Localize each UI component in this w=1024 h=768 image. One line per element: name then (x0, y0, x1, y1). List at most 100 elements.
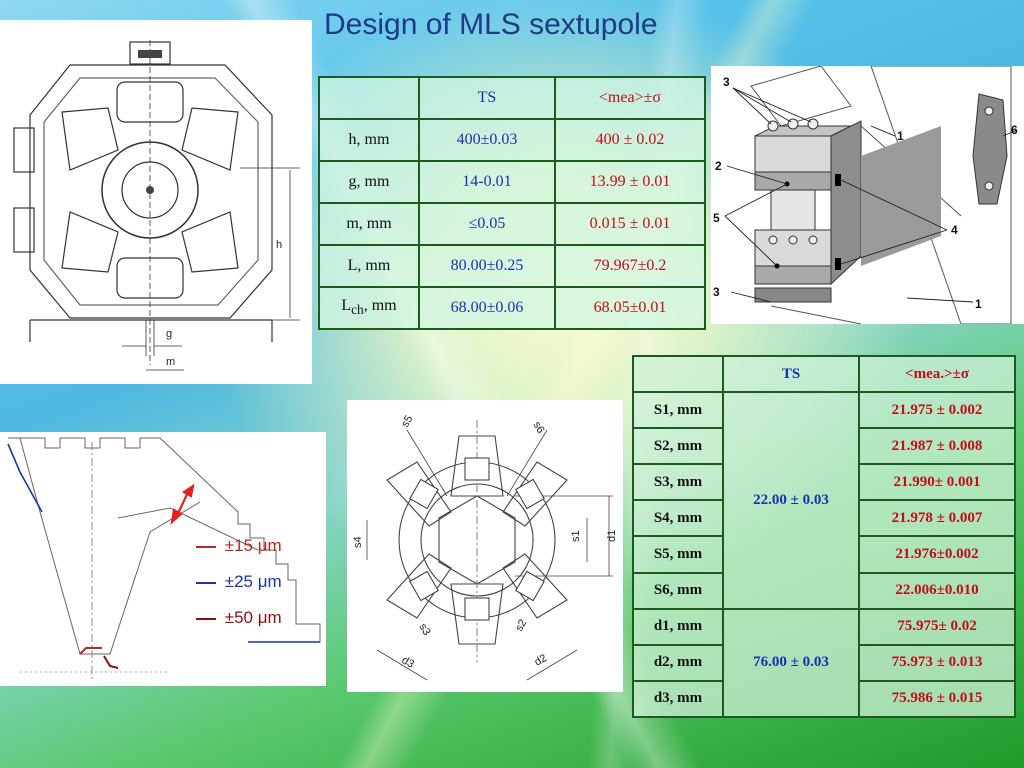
lch-unit: , mm (363, 297, 397, 315)
label-2: 2 (715, 159, 722, 173)
table1-row-label: Lch, mm (318, 286, 420, 330)
table1-row-mea: 79.967±0.2 (553, 244, 707, 288)
table2-row: d2, mm 75.973 ± 0.013 (632, 643, 1016, 682)
legend-item-50um: ±50 μm (196, 608, 282, 644)
table1-row-ts: 400±0.03 (418, 118, 556, 162)
label-g: g (166, 328, 172, 340)
lch-sub: ch (351, 302, 364, 318)
table2-ts-group-s: 22.00 ± 0.03 (722, 391, 860, 610)
table1-header-mea: <mea>±σ (553, 76, 707, 120)
table1-row-mea: 68.05±0.01 (553, 286, 707, 330)
table2-row: d3, mm 75.986 ± 0.015 (632, 679, 1016, 719)
table2-row-label: S4, mm (632, 499, 724, 538)
legend-text-15um: ±15 μm (224, 536, 282, 555)
label-3-bottom: 3 (713, 285, 720, 299)
table1-row-mea: 0.015 ± 0.01 (553, 202, 707, 246)
table2-row-mea: 21.976±0.002 (858, 535, 1016, 574)
table2-row-mea: 75.986 ± 0.015 (858, 679, 1016, 719)
pole-dimension-drawing: s5 s6 s4 s1 d1 s3 s2 d3 d2 (347, 400, 623, 692)
table2-header-empty (632, 354, 724, 394)
table1-row-mea: 13.99 ± 0.01 (553, 160, 707, 204)
label-s5: s5 (399, 413, 415, 429)
table2-row: S4, mm 21.978 ± 0.007 (632, 499, 1016, 538)
table1-row-label: L, mm (318, 244, 420, 288)
table1-header-empty (318, 76, 420, 120)
table1-row: m, mm ≤0.05 0.015 ± 0.01 (318, 202, 707, 246)
table2-row-label: S6, mm (632, 571, 724, 610)
slide-title: Design of MLS sextupole (324, 8, 658, 41)
table2-row-label: S1, mm (632, 391, 724, 430)
table1-row-label: h, mm (318, 118, 420, 162)
table1-row: L, mm 80.00±0.25 79.967±0.2 (318, 244, 707, 288)
table2-row-mea: 21.975 ± 0.002 (858, 391, 1016, 430)
table2-row-mea: 21.987 ± 0.008 (858, 427, 1016, 466)
tolerance-legend: ±15 μm ±25 μm ±50 μm (196, 536, 282, 644)
table2-header-row: TS <mea.>±σ (632, 354, 1016, 394)
label-s3: s3 (416, 622, 432, 638)
table1-row-mea: 400 ± 0.02 (553, 118, 707, 162)
tolerance-outline-drawing (0, 432, 326, 686)
pole-assembly-drawing: 3 1 6 2 5 4 3 1 (711, 65, 1024, 325)
table2-row-mea: 21.978 ± 0.007 (858, 499, 1016, 538)
table1-row-label: g, mm (318, 160, 420, 204)
table2-row-mea: 75.975± 0.02 (858, 607, 1016, 646)
label-1-bottom: 1 (975, 297, 982, 311)
table1-row-ts: 68.00±0.06 (418, 286, 556, 330)
table2-row-mea: 22.006±0.010 (858, 571, 1016, 610)
table2-row-label: d3, mm (632, 679, 724, 719)
label-5: 5 (713, 211, 720, 225)
label-m: m (166, 356, 175, 368)
legend-text-50um: ±50 μm (224, 608, 282, 627)
label-4: 4 (951, 223, 958, 237)
legend-line-red (196, 545, 216, 548)
label-s2: s2 (513, 617, 529, 633)
table2-row-mea: 21.990± 0.001 (858, 463, 1016, 502)
table2-row: S6, mm 22.006±0.010 (632, 571, 1016, 610)
table2-row: S3, mm 21.990± 0.001 (632, 463, 1016, 502)
table1-row-ts: ≤0.05 (418, 202, 556, 246)
table2-row: S1, mm 22.00 ± 0.03 21.975 ± 0.002 (632, 391, 1016, 610)
table2-row: S2, mm 21.987 ± 0.008 (632, 427, 1016, 466)
lch-main: L (341, 297, 352, 315)
label-d1: d1 (606, 530, 618, 542)
table2-row-label: d1, mm (632, 607, 724, 646)
table2-row-label: S2, mm (632, 427, 724, 466)
legend-text-25um: ±25 μm (224, 572, 282, 591)
label-s6: s6 (530, 420, 546, 436)
cross-section-svg: h g m (13, 40, 300, 371)
label-s1: s1 (570, 530, 582, 542)
legend-line-darkred (196, 617, 216, 620)
table1-row: Lch, mm 68.00±0.06 68.05±0.01 (318, 286, 707, 330)
label-d3: d3 (400, 654, 417, 671)
table1-header-ts: TS (418, 76, 556, 120)
legend-line-blue (196, 581, 216, 584)
measurements-table-1: TS <mea>±σ h, mm 400±0.03 400 ± 0.02 g, … (318, 76, 707, 330)
table2-row-label: d2, mm (632, 643, 724, 682)
table2-row-label: S5, mm (632, 535, 724, 574)
legend-item-15um: ±15 μm (196, 536, 282, 572)
pole-dimension-svg: s5 s6 s4 s1 d1 s3 s2 d3 d2 (352, 413, 618, 681)
table2-row-mea: 75.973 ± 0.013 (858, 643, 1016, 682)
table1-row: g, mm 14-0.01 13.99 ± 0.01 (318, 160, 707, 204)
label-3-top: 3 (723, 75, 730, 89)
table1-row-ts: 80.00±0.25 (418, 244, 556, 288)
label-s4: s4 (352, 536, 364, 548)
label-h: h (276, 239, 282, 251)
label-d2: d2 (533, 652, 550, 669)
legend-item-25um: ±25 μm (196, 572, 282, 608)
magnet-cross-section-drawing: h g m (0, 20, 312, 384)
table2-ts-group-d: 76.00 ± 0.03 (722, 607, 860, 719)
table1-row: h, mm 400±0.03 400 ± 0.02 (318, 118, 707, 162)
table2-row: d1, mm 76.00 ± 0.03 75.975± 0.02 (632, 607, 1016, 719)
table2-row-label: S3, mm (632, 463, 724, 502)
table2-header-mea: <mea.>±σ (858, 354, 1016, 394)
table2-header-ts: TS (722, 354, 860, 394)
label-1-top: 1 (897, 129, 904, 143)
table1-header-row: TS <mea>±σ (318, 76, 707, 120)
label-6: 6 (1011, 123, 1018, 137)
table2-row: S5, mm 21.976±0.002 (632, 535, 1016, 574)
tolerance-outline-svg (7, 437, 321, 680)
measurements-table-2: TS <mea.>±σ S1, mm 22.00 ± 0.03 21.975 ±… (632, 354, 1016, 719)
table1-row-ts: 14-0.01 (418, 160, 556, 204)
table1-row-label: m, mm (318, 202, 420, 246)
